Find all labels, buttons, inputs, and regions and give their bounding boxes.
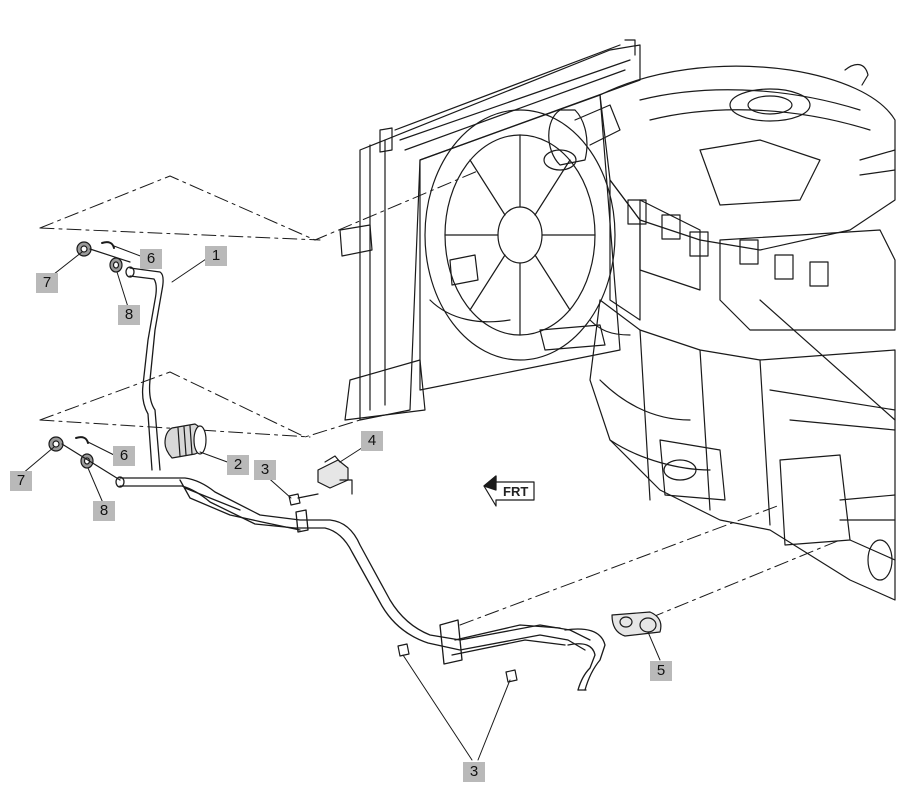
cooler-line-lower [115,476,606,691]
callout-3-upper: 3 [254,460,276,480]
callout-1: 1 [205,246,227,266]
callout-7-lower: 7 [10,471,32,491]
front-arrow-label: FRT [503,484,529,499]
bracket-part-4 [317,455,353,495]
callout-7-upper: 7 [36,273,58,293]
front-arrow-icon [483,475,535,507]
insulator-part-2 [164,423,207,459]
seal-part-5 [611,611,662,637]
engine-block [539,64,896,601]
bolt-part-3 [288,493,518,683]
callout-2: 2 [227,455,249,475]
callout-4: 4 [361,431,383,451]
callout-6-upper: 6 [140,249,162,269]
callout-8-upper: 8 [118,305,140,325]
cooling-fan-shroud [419,94,621,391]
callout-3-lower: 3 [463,762,485,782]
projection-lines [39,169,841,626]
callout-6-lower: 6 [113,446,135,466]
callout-8-lower: 8 [93,501,115,521]
callout-5: 5 [650,661,672,681]
cooler-line-upper [125,266,164,471]
fitting-group-lower [48,436,121,481]
fitting-group-upper [76,241,131,273]
